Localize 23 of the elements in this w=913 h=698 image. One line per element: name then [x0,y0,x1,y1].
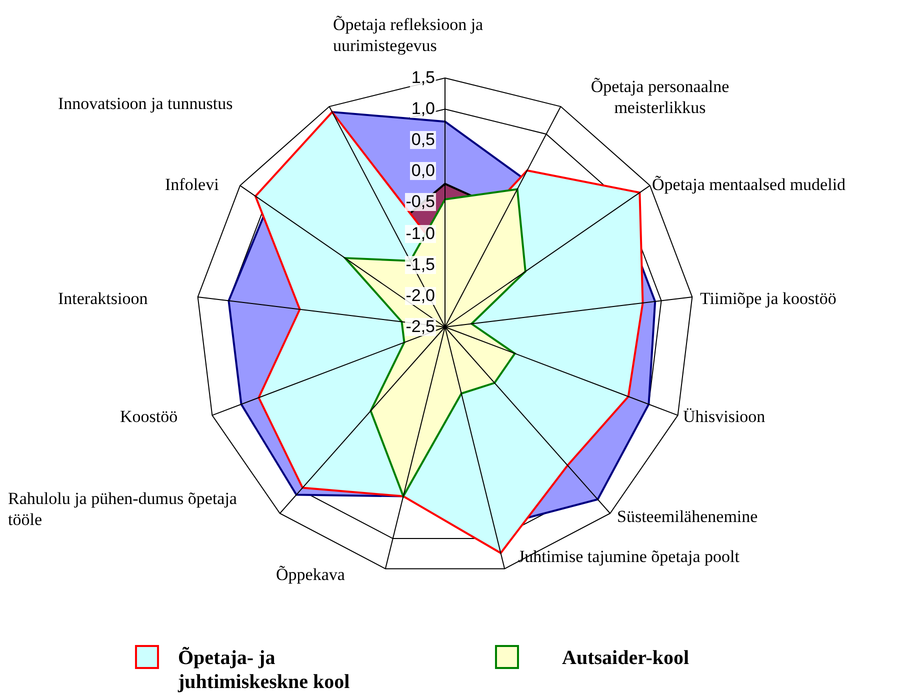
axis-label: Innovatsioon ja tunnustus [58,93,234,114]
axis-label: Õpetaja mentaalsed mudelid [652,174,847,195]
legend-label: Autsaider-kool [562,646,690,670]
axis-label: Interaktsioon [58,288,149,309]
axis-label: Koostöö [120,406,179,427]
tick-label: -0,5 [404,193,436,212]
tick-label: 0,5 [410,131,436,150]
legend-label: Õpetaja- ja juhtimiskeskne kool [178,646,351,694]
axis-label: Süsteemilähenemine [617,506,759,527]
axis-label: Rahulolu ja pühen-dumus õpetaja tööle [8,488,238,530]
tick-label: -2,5 [404,318,436,336]
axis-label: Infolevi [165,174,220,195]
axis-label: Õpetaja refleksioon ja uurimistegevus [333,14,484,56]
tick-label: 1,0 [410,100,436,118]
tick-label: -2,0 [404,286,436,305]
axis-label: Õpetaja personaalne meisterlikkus [590,76,730,118]
tick-label: 1,5 [410,69,436,87]
axis-label: Ühisvisioon [683,406,766,427]
tick-label: -1,5 [404,256,436,274]
tick-label: -1,0 [404,224,436,242]
tick-label: 0,0 [410,162,436,180]
axis-label: Tiimiõpe ja koostöö [700,288,838,309]
axis-label: Õppekava [276,564,346,585]
